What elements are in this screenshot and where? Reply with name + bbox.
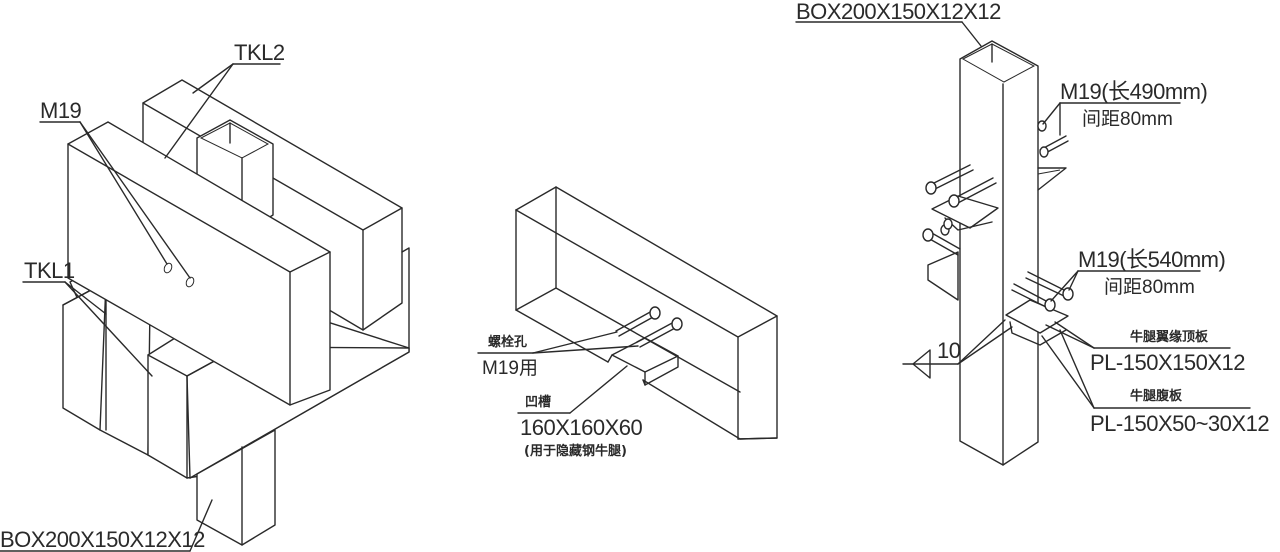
label-bolt-lower-spec: M19(长540mm) — [1078, 247, 1225, 272]
right-leaders — [795, 21, 1251, 409]
label-flange-plate-cn: 牛腿翼缘顶板 — [1130, 329, 1209, 345]
label-bolt-hole-spec: M19用 — [482, 358, 538, 379]
label-bolt-upper-spacing: 间距80mm — [1082, 108, 1173, 130]
label-flange-plate-spec: PL-150X150X12 — [1090, 350, 1245, 375]
right-isometric-view: BOX200X150X12X12 M19(长490mm) 间距80mm M19(… — [795, 0, 1270, 466]
left-leaders — [0, 63, 281, 552]
label-box-lower: BOX200X150X12X12 — [0, 527, 205, 552]
label-web-plate-cn: 牛腿腹板 — [1130, 388, 1183, 404]
middle-isometric-view: 螺栓孔 M19用 凹槽 160X160X60 (用于隐藏钢牛腿) — [477, 186, 778, 459]
beam-wireframe — [515, 186, 778, 440]
label-bolt-lower-spacing: 间距80mm — [1104, 276, 1195, 298]
label-weld-size: 10 — [937, 338, 961, 363]
left-isometric-view: TKL2 M19 TKL1 BOX200X150X12X12 — [0, 40, 410, 552]
label-groove-cn: 凹槽 — [525, 394, 551, 410]
groove-recess — [607, 337, 679, 386]
label-groove-size: 160X160X60 — [520, 415, 642, 440]
label-groove-note: (用于隐藏钢牛腿) — [524, 443, 627, 459]
label-m19-left: M19 — [40, 98, 82, 123]
beam-front — [67, 121, 331, 406]
label-box-tall: BOX200X150X12X12 — [796, 0, 1001, 24]
label-bolt-hole-cn: 螺栓孔 — [488, 334, 527, 350]
label-tkl2: TKL2 — [234, 40, 285, 65]
weld-symbol — [902, 319, 1013, 379]
label-web-plate-spec: PL-150X50~30X12 — [1090, 411, 1269, 436]
column-box-tall — [959, 40, 1039, 466]
bolts-middle — [615, 306, 683, 348]
bracket-back-upper — [1037, 167, 1067, 191]
column-box-lower — [196, 429, 276, 546]
middle-leaders — [477, 331, 639, 414]
bolts-right — [922, 120, 1074, 312]
label-tkl1: TKL1 — [24, 258, 75, 283]
label-bolt-upper-spec: M19(长490mm) — [1060, 79, 1207, 104]
